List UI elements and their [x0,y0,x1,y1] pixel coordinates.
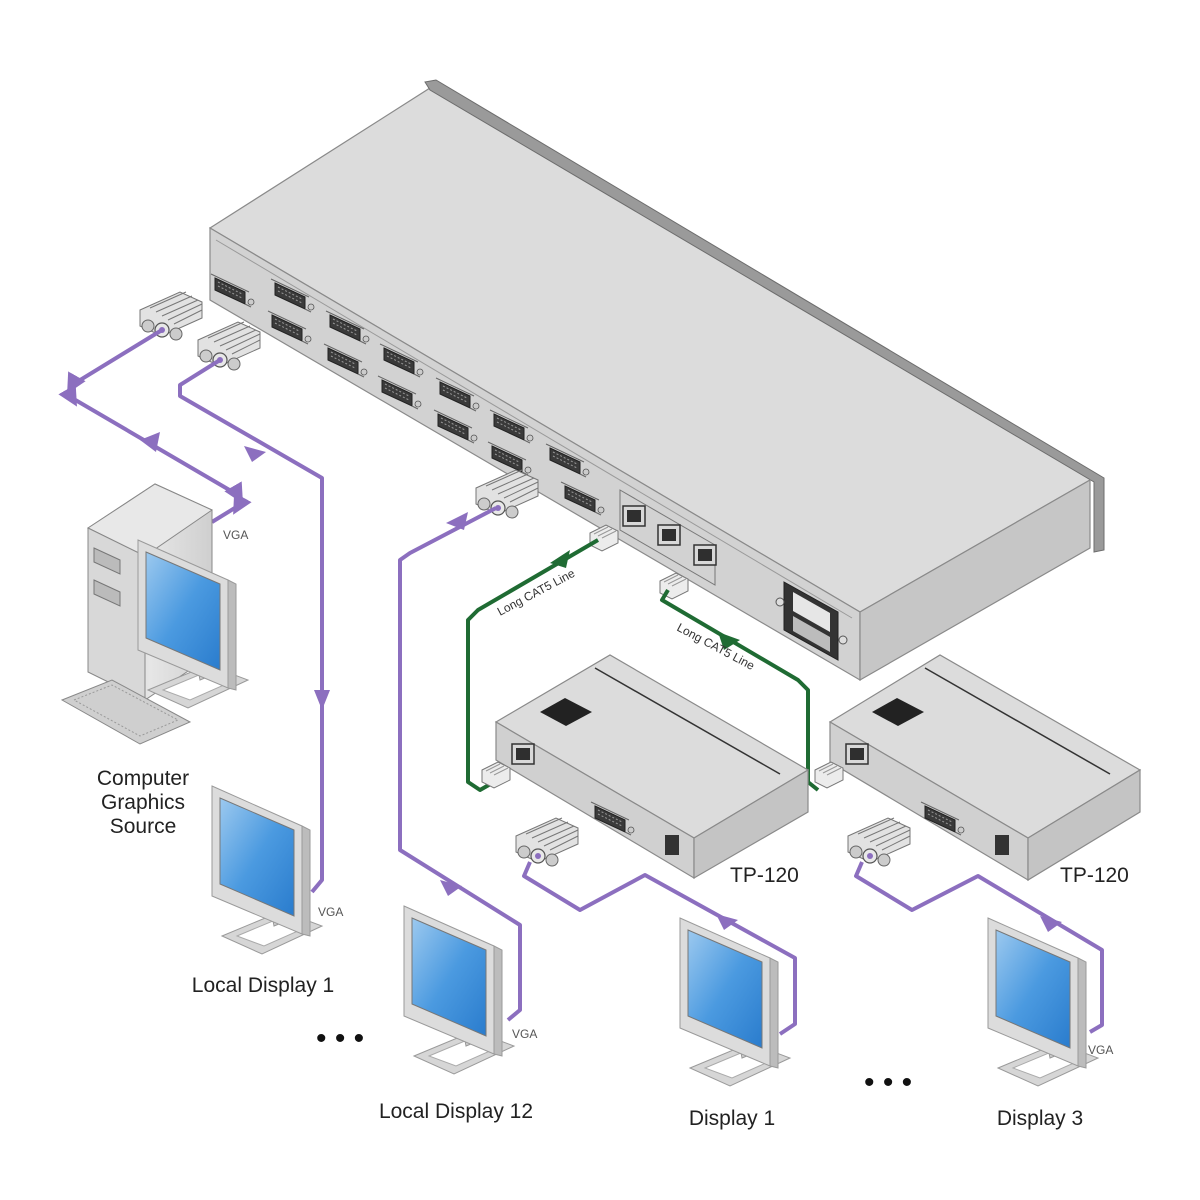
receiver-model-label-1: TP-120 [730,864,799,887]
vga-plug-receiver-1 [515,817,579,867]
remote-display-3-label: Display 3 [997,1107,1083,1130]
rj45-port[interactable] [693,544,717,566]
vga-plug-local-out-12 [475,469,539,519]
cat5-cable-1 [466,538,600,792]
vga-label-source: VGA [223,528,248,542]
receiver-tp120-2 [828,654,1142,882]
rj45-port[interactable] [845,743,869,765]
local-display-12 [403,905,515,1075]
vga-cable-local-1 [178,358,324,894]
power-inlet[interactable] [775,581,848,661]
power-jack[interactable] [665,835,679,855]
arrow-icon [140,432,160,452]
source-label-line-1: Computer [97,767,189,790]
arrow-icon [314,690,330,710]
main-matrix-unit [208,79,1105,682]
remote-display-1 [679,917,791,1087]
rj45-plug-receiver-2 [814,761,844,789]
rj45-port-group [619,489,717,586]
source-label-line-3: Source [110,815,177,838]
vga-label-display-3: VGA [1088,1043,1113,1057]
power-jack[interactable] [995,835,1009,855]
rj45-port[interactable] [622,505,646,527]
receiver-model-label-2: TP-120 [1060,864,1129,887]
more-local-displays-ellipsis: • • • [316,1022,364,1055]
arrow-icon [244,446,266,462]
receiver-tp120-1 [494,654,810,880]
vga-cable-local-12 [398,506,522,1022]
rj45-port[interactable] [511,743,535,765]
vga-cables [58,328,1104,1036]
chassis-side [859,478,1091,682]
vga-plug-receiver-2 [847,817,911,867]
computer-graphics-source [60,483,249,745]
local-display-1 [211,785,323,955]
remote-display-1-label: Display 1 [689,1107,775,1130]
vga-plug-input [139,291,203,341]
local-display-12-label: Local Display 12 [379,1100,533,1123]
arrow-icon [440,880,462,896]
vga-cable-display-3 [854,861,1104,1034]
more-remote-displays-ellipsis: • • • [864,1066,912,1099]
signal-direction-arrows [140,432,1062,932]
remote-display-3 [987,917,1099,1087]
rj45-plug-receiver-1 [481,761,511,789]
arrow-icon [716,914,738,930]
arrow-icon [718,632,740,650]
vga-cable-display-1 [522,861,797,1036]
arrow-icon [1040,916,1062,932]
source-label-line-2: Graphics [101,791,185,814]
rj45-port[interactable] [657,524,681,546]
arrow-icon [550,550,570,568]
arrow-icon [446,512,468,530]
vga-plug-local-out-1 [197,321,261,371]
rj45-plug-1 [589,524,619,552]
local-display-1-label: Local Display 1 [192,974,334,997]
vga-label-local-1: VGA [318,905,343,919]
vga-label-local-12: VGA [512,1027,537,1041]
cat5-cables [466,538,820,792]
cat5-cable-2 [660,588,820,792]
